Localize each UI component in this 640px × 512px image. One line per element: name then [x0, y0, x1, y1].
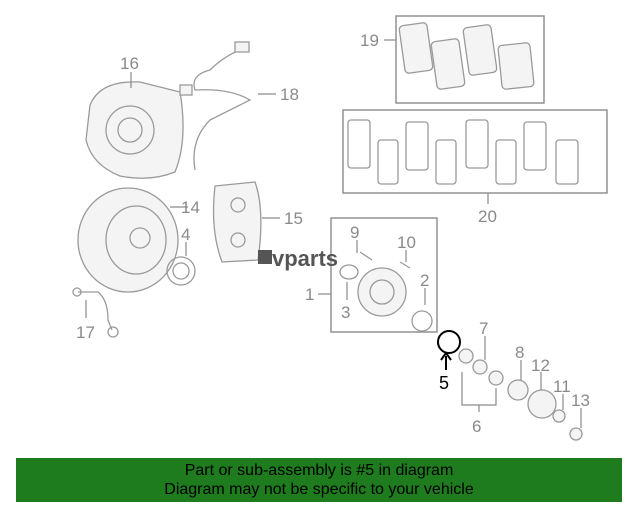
- callout-8: 8: [515, 343, 524, 362]
- callout-13: 13: [571, 391, 590, 410]
- callout-6: 6: [472, 417, 481, 436]
- hub-assembly-part: [339, 251, 433, 332]
- callout-17: 17: [76, 323, 95, 342]
- vparts-logo: vparts: [258, 246, 338, 271]
- callout-3: 3: [341, 303, 350, 322]
- nut-washer-parts: [458, 348, 583, 441]
- callout-20: 20: [478, 207, 497, 226]
- callout-18: 18: [280, 85, 299, 104]
- svg-text:vparts: vparts: [272, 246, 338, 271]
- dust-shield-part: [85, 72, 184, 179]
- banner-line-2: Diagram may not be specific to your vehi…: [164, 481, 474, 498]
- brake-pads-part: [398, 22, 535, 90]
- pads-box: [395, 15, 545, 104]
- o-ring-part: [437, 330, 461, 370]
- callout-16: 16: [120, 54, 139, 73]
- brake-rotor-part: [77, 187, 188, 293]
- sensor-wire-part: [179, 41, 276, 171]
- info-banner: Part or sub-assembly is #5 in diagram Di…: [16, 458, 622, 502]
- callout-9: 9: [350, 223, 359, 242]
- brake-hose-part: [72, 287, 119, 338]
- callout-14: 14: [181, 198, 200, 217]
- hub-assembly-box: [330, 217, 438, 333]
- shims-part: [347, 119, 579, 185]
- callout-12: 12: [531, 356, 550, 375]
- banner-line-1: Part or sub-assembly is #5 in diagram: [184, 462, 454, 479]
- callout-2: 2: [420, 271, 429, 290]
- callout-4: 4: [181, 225, 190, 244]
- shims-box: [342, 109, 608, 194]
- callout-10: 10: [397, 233, 416, 252]
- callout-1: 1: [305, 285, 314, 304]
- callout-5: 5: [439, 373, 449, 393]
- callout-11: 11: [553, 377, 571, 396]
- callout-19: 19: [360, 31, 379, 50]
- callout-7: 7: [479, 319, 488, 338]
- callout-15: 15: [284, 209, 303, 228]
- seal-part: [166, 242, 196, 286]
